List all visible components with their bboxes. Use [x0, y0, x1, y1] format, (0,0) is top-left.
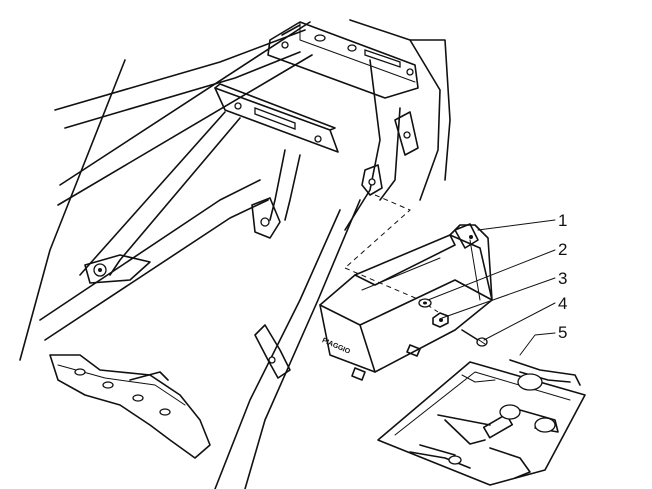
- screw: [461, 329, 488, 347]
- callout-3: 3: [558, 269, 567, 288]
- callout-4: 4: [558, 294, 567, 313]
- leader-lines: [427, 219, 556, 356]
- box-brand-label: PIAGGIO: [321, 337, 352, 356]
- rear-frame: [19, 19, 451, 489]
- nut: [432, 312, 449, 328]
- callout-numbers: 1 2 3 4 5: [558, 211, 567, 342]
- tool-kit-pouch: [377, 359, 586, 486]
- callout-2: 2: [558, 240, 567, 259]
- tool-box: PIAGGIO: [319, 223, 493, 381]
- washer: [418, 298, 432, 308]
- callout-5: 5: [558, 323, 567, 342]
- callout-1: 1: [558, 211, 567, 230]
